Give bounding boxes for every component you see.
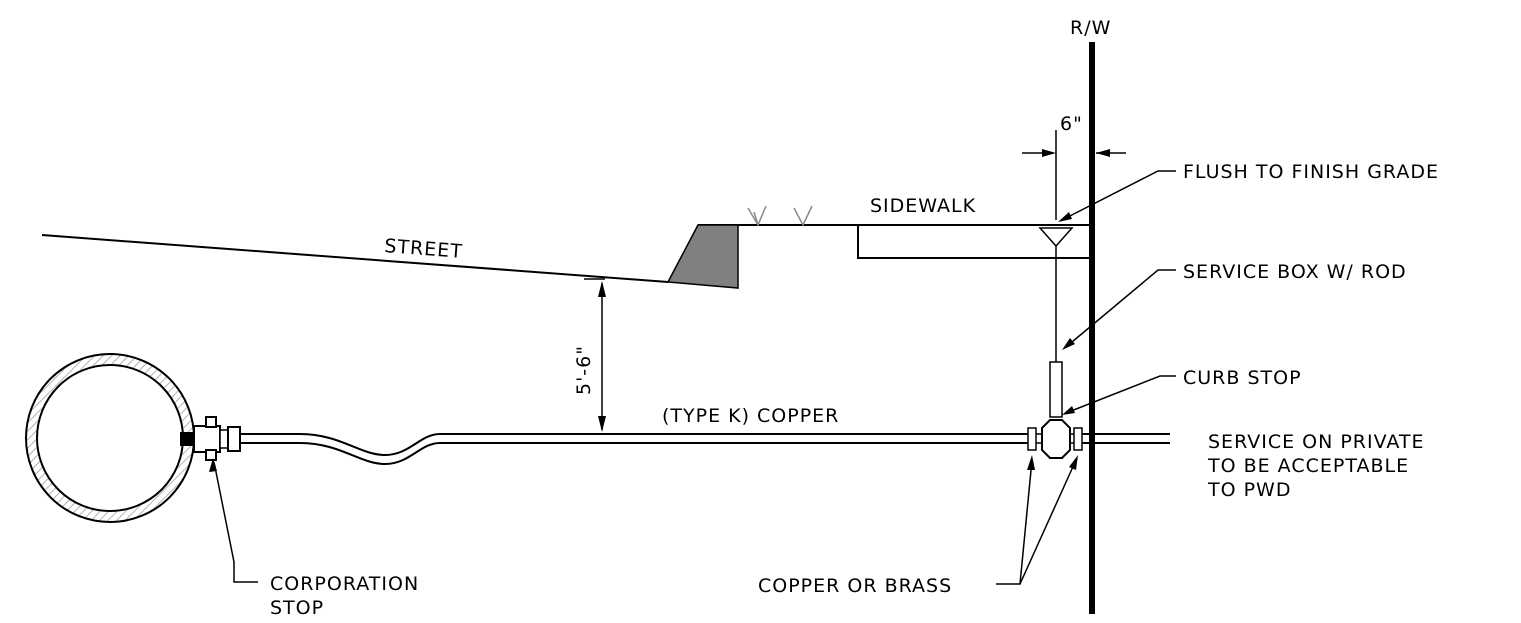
copper-or-brass-leader: COPPER OR BRASS (758, 455, 1078, 597)
private-label-2: TO BE ACCEPTABLE (1207, 455, 1409, 477)
depth-dimension: 5'-6" (573, 278, 606, 435)
copper-service-line (240, 433, 1170, 466)
curb-stop-valve (1027, 419, 1083, 459)
curb-stop-leader: CURB STOP (1062, 367, 1302, 415)
sidewalk-label: SIDEWALK (870, 195, 976, 217)
depth-label: 5'-6" (573, 345, 595, 395)
rw-label: R/W (1070, 17, 1111, 39)
copper-label: (TYPE K) COPPER (662, 405, 839, 427)
private-label-3: TO PWD (1207, 479, 1291, 501)
flush-leader: FLUSH TO FINISH GRADE (1058, 161, 1439, 222)
corporation-stop-leader: CORPORATION STOP (209, 458, 419, 619)
six-inch-label: 6" (1060, 113, 1083, 135)
corporation-label-2: STOP (270, 597, 324, 619)
water-main (25, 353, 195, 523)
curb-stop-label: CURB STOP (1183, 367, 1302, 389)
curb (666, 224, 739, 289)
service-box (1038, 227, 1074, 418)
corporation-label-1: CORPORATION (270, 573, 419, 595)
service-box-label: SERVICE BOX W/ ROD (1183, 261, 1407, 283)
flush-label: FLUSH TO FINISH GRADE (1183, 161, 1439, 183)
corporation-stop (180, 416, 241, 461)
private-label-1: SERVICE ON PRIVATE (1208, 431, 1425, 453)
six-inch-dimension: 6" (1022, 113, 1126, 220)
service-box-leader: SERVICE BOX W/ ROD (1062, 261, 1407, 350)
street-label: STREET (384, 235, 464, 263)
copper-brass-label: COPPER OR BRASS (758, 575, 952, 597)
sidewalk-slab (857, 225, 1090, 259)
grass-tuft (747, 205, 813, 227)
street-surface (41, 234, 669, 283)
